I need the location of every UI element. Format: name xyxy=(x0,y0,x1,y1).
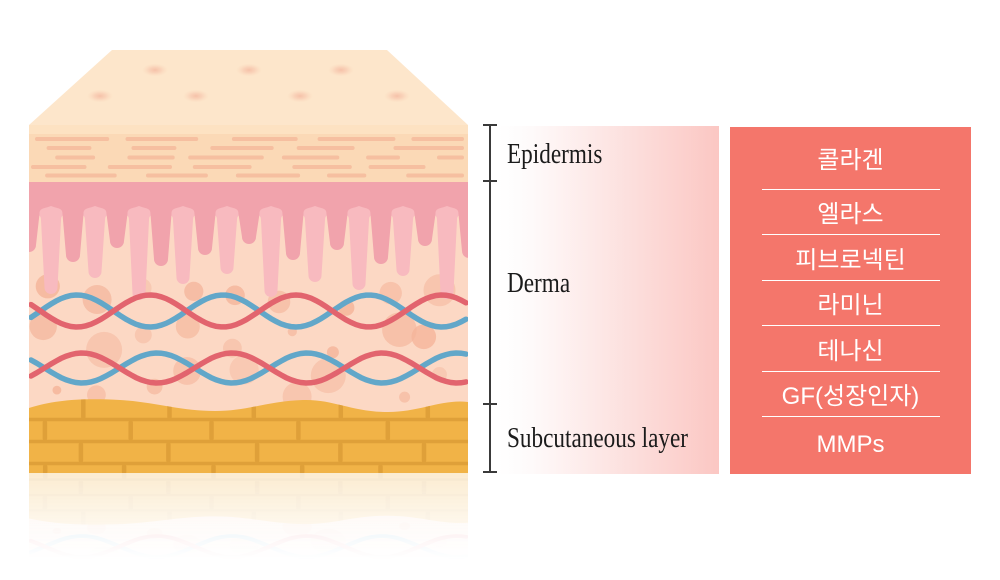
panel-item-fibronectin: 피브로넥틴 xyxy=(730,235,971,280)
subcutaneous-label: Subcutaneous layer xyxy=(507,422,689,454)
panel-item-label: 테나신 xyxy=(817,337,884,365)
vessel-waves xyxy=(29,292,468,386)
bracket-tick-epidermis-derma xyxy=(483,180,497,182)
bracket-line xyxy=(489,125,491,473)
epidermis-layer xyxy=(29,125,468,182)
panel-item-tenascin: 테나신 xyxy=(730,326,971,371)
skin-top-face xyxy=(29,50,468,125)
panel-item-label: 피브로넥틴 xyxy=(795,246,906,274)
skin-reflection xyxy=(7,473,491,580)
panel-item-label: 엘라스 xyxy=(817,201,884,229)
panel-item-label: GF(성장인자) xyxy=(781,383,920,411)
panel-divider xyxy=(761,370,940,372)
skin-illustration xyxy=(0,50,500,580)
substances-panel: 콜라겐 엘라스 피브로넥틴 라미닌 테나신 GF(성장인자) MMPs xyxy=(730,127,971,474)
panel-item-growth-factor: GF(성장인자) xyxy=(730,372,971,417)
bracket-tick-top xyxy=(483,124,497,126)
derma-label: Derma xyxy=(507,267,571,299)
panel-divider xyxy=(761,234,940,235)
panel-item-label: MMPs xyxy=(816,431,885,459)
panel-divider xyxy=(761,279,940,281)
label-gradient-panel xyxy=(498,126,719,474)
panel-divider xyxy=(761,416,940,417)
panel-item-laminin: 라미닌 xyxy=(730,281,971,326)
bracket-tick-bottom xyxy=(483,471,497,473)
panel-divider xyxy=(761,188,940,190)
panel-item-label: 라미닌 xyxy=(817,292,884,320)
epidermis-label: Epidermis xyxy=(507,138,603,170)
panel-item-mmps: MMPs xyxy=(730,417,971,474)
panel-item-collagen: 콜라겐 xyxy=(730,127,971,189)
subcutaneous-layer xyxy=(29,399,468,473)
panel-item-label: 콜라겐 xyxy=(817,147,884,175)
panel-divider xyxy=(761,325,940,326)
bracket-tick-derma-subcutaneous xyxy=(483,403,497,405)
panel-item-elastin: 엘라스 xyxy=(730,190,971,235)
